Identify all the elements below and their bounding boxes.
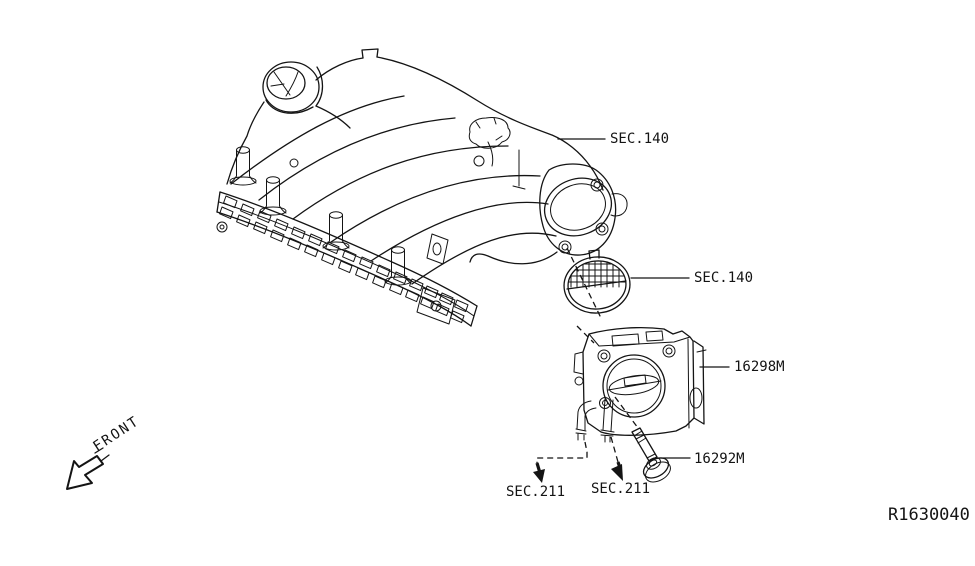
callout-part-16292M: 16292M xyxy=(694,451,745,467)
assembly-axis-dashed xyxy=(614,396,639,429)
throttle-body-drawing xyxy=(573,326,707,443)
intake-manifold-drawing xyxy=(216,48,628,327)
sec211-leader-left xyxy=(533,441,588,483)
mounting-flange xyxy=(216,191,478,327)
stud xyxy=(322,211,350,251)
assembly-axis-dashed xyxy=(576,325,595,344)
assembly-axis-dashed xyxy=(566,247,602,319)
bolt-drawing xyxy=(631,427,671,483)
hose-nipples xyxy=(575,398,615,443)
throttle-flange-opening xyxy=(539,163,628,256)
sec211-leader-right xyxy=(610,436,623,481)
gasket-screen-drawing xyxy=(563,249,631,314)
callout-part-16298M: 16298M xyxy=(734,359,785,375)
callout-sec140-lower: SEC.140 xyxy=(694,270,754,286)
callout-sec211-right: SEC.211 xyxy=(591,481,651,497)
stud xyxy=(384,246,412,286)
stud xyxy=(229,146,257,186)
diagram-reference-code: R1630040 xyxy=(888,505,970,525)
callout-sec140-upper: SEC.140 xyxy=(610,131,670,147)
front-arrow-icon xyxy=(66,447,110,490)
callout-sec211-left: SEC.211 xyxy=(506,484,566,500)
cap-detail xyxy=(262,61,324,114)
